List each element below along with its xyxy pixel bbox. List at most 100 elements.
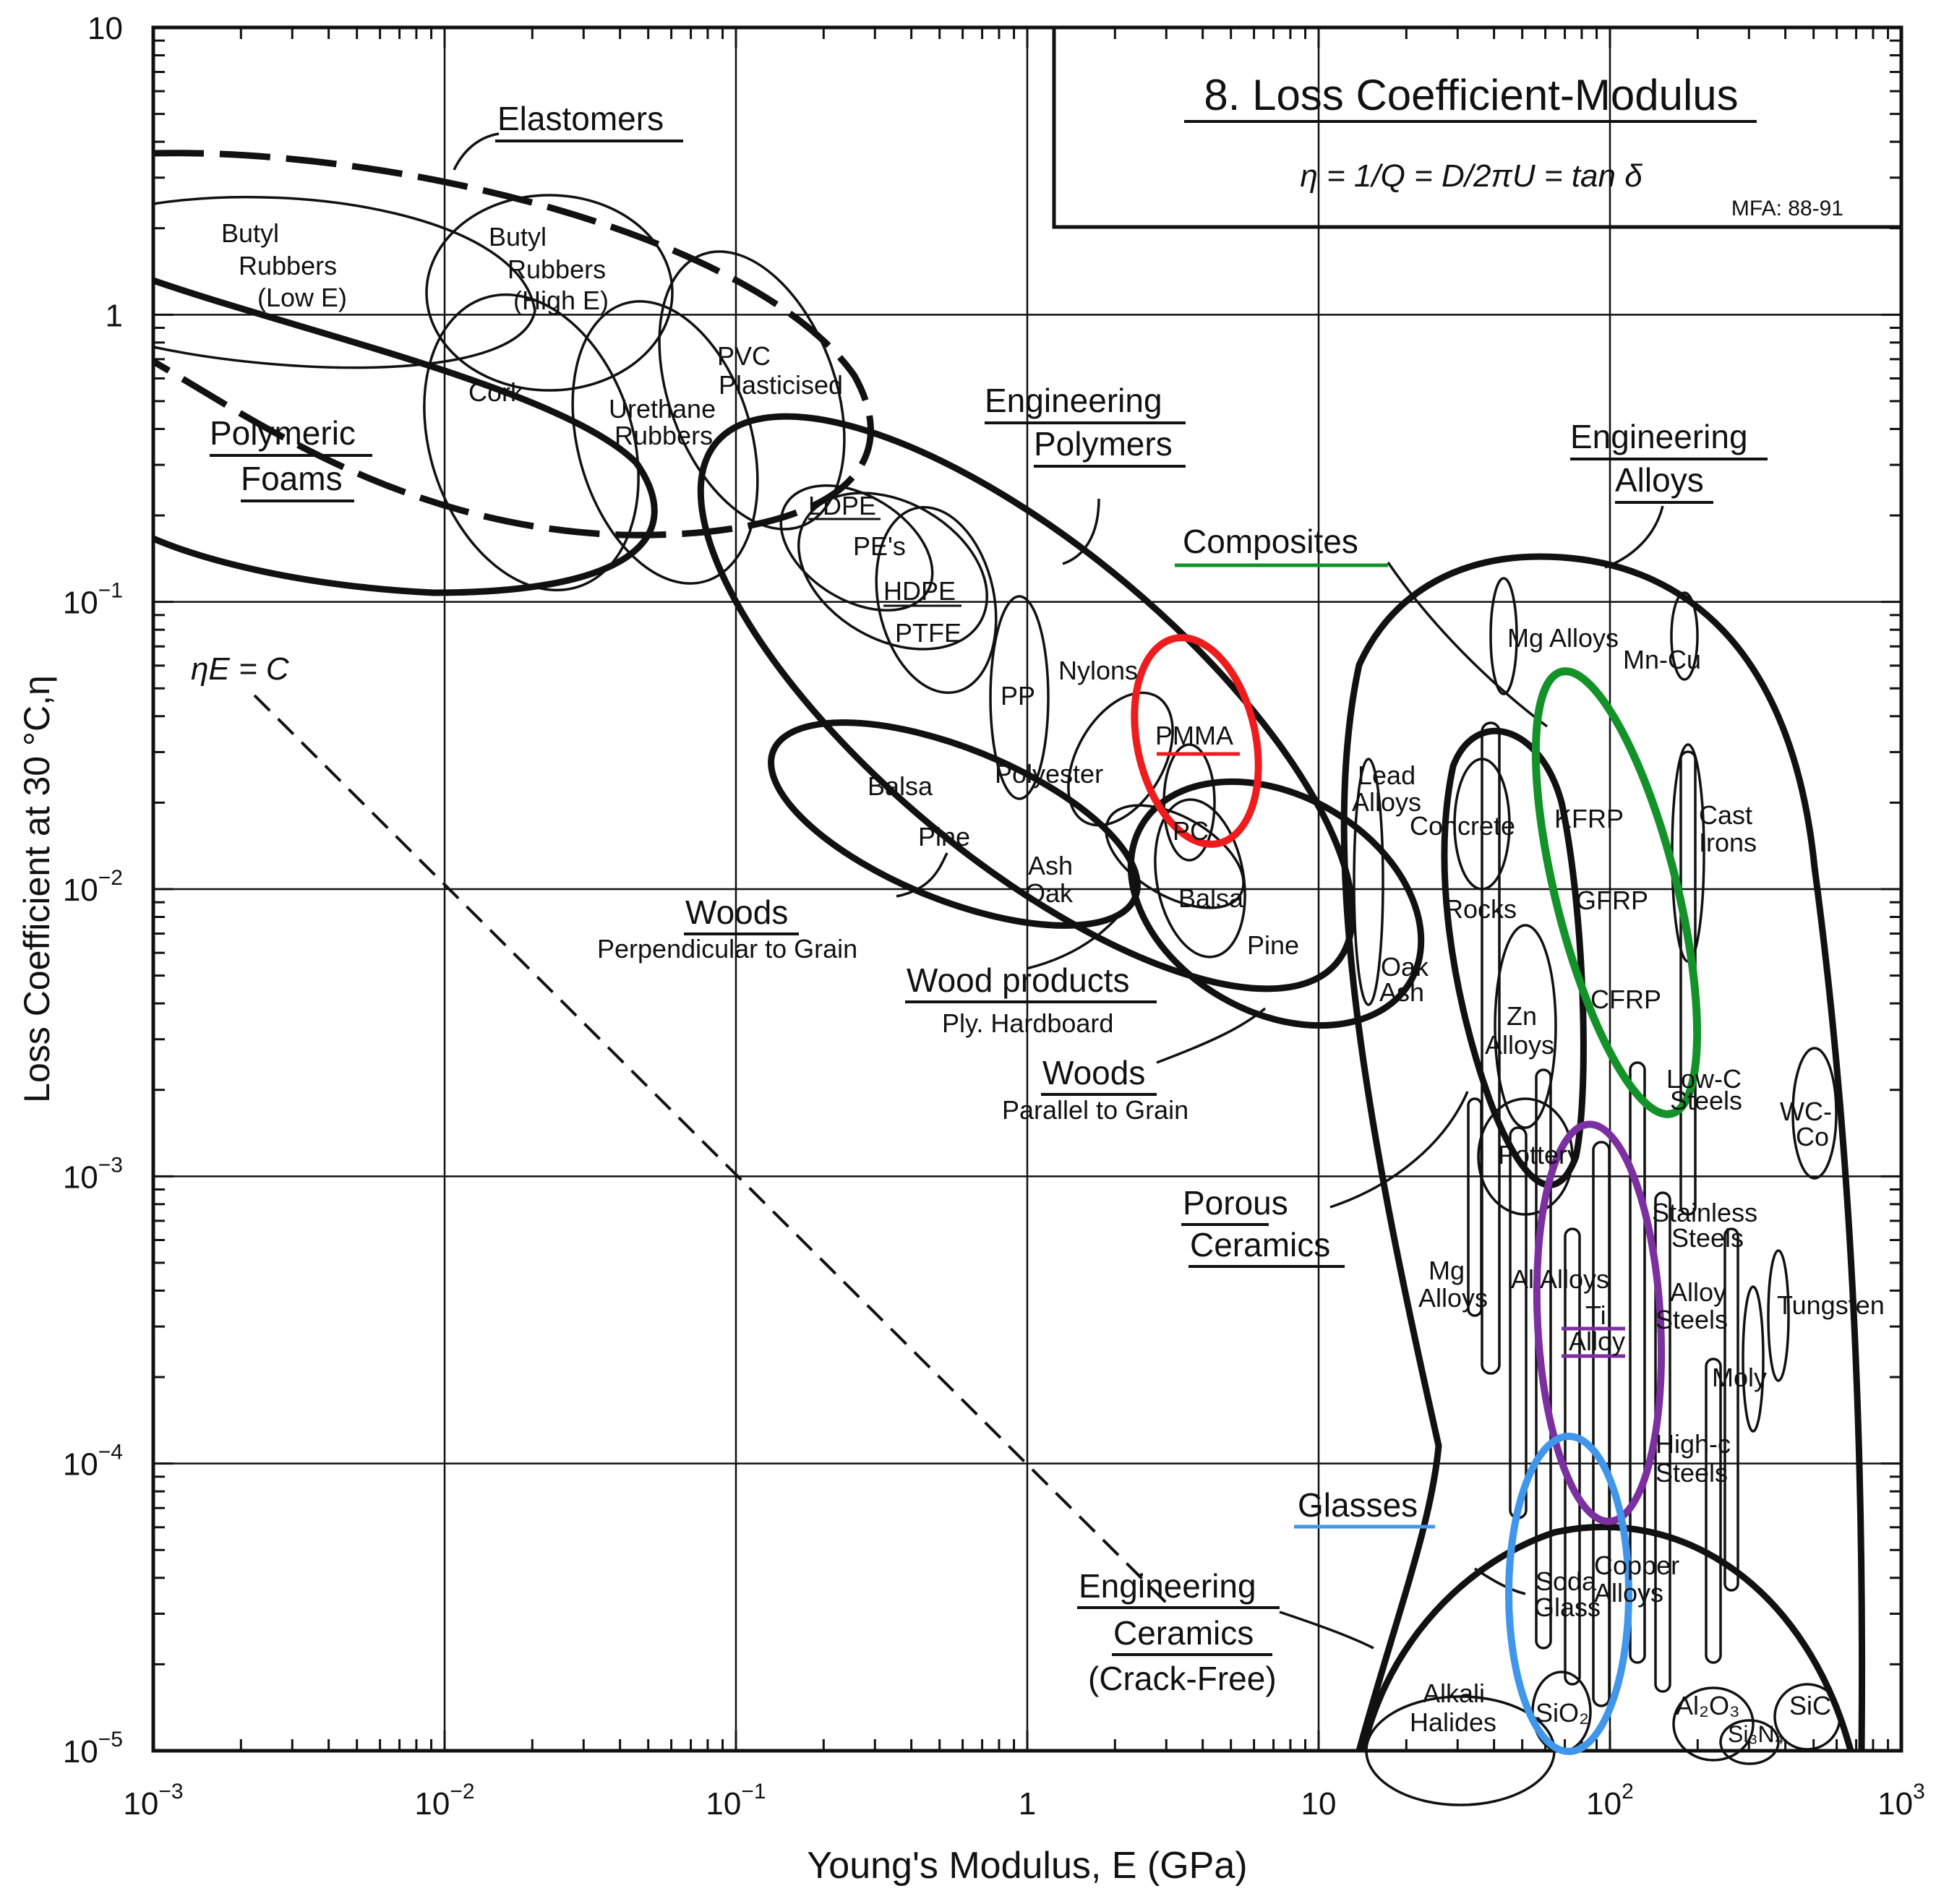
label-woods-par-1: Woods: [1042, 1054, 1145, 1092]
x-tick-label: 10−1: [706, 1780, 766, 1822]
label-pvc-2: Plasticised: [719, 370, 843, 400]
label-butyl-high-3: (High E): [513, 286, 609, 315]
woods-par-envelope: [1127, 778, 1425, 1029]
label-mg-low-1: Mg: [1429, 1256, 1465, 1285]
y-axis-label: Loss Coefficient at 30 °C,η: [17, 675, 57, 1103]
wc-co-ellipse: [1791, 1047, 1838, 1180]
chart-subtitle: η = 1/Q = D/2πU = tan δ: [1300, 158, 1642, 194]
label-stainless-1: Stainless: [1652, 1198, 1757, 1227]
label-cast-1: Cast: [1699, 800, 1752, 830]
sic-ellipse: [1773, 1683, 1841, 1751]
label-ash: Ash: [1028, 851, 1073, 880]
label-foams-1: Polymeric: [210, 414, 356, 452]
label-pvc-1: PVC: [717, 341, 771, 371]
alloy-property-bar: [1535, 1068, 1552, 1650]
si3n4-ellipse: [1719, 1719, 1780, 1765]
alloy-property-bar: [1564, 1227, 1581, 1686]
polyester-ellipse: [1067, 691, 1174, 827]
label-concrete: Concrete: [1410, 811, 1515, 841]
ti-alloys-highlight: [1533, 1120, 1666, 1525]
label-rocks: Rocks: [1444, 894, 1517, 924]
label-lowc-1: Low-C: [1666, 1064, 1742, 1094]
label-butyl-low-1: Butyl: [221, 218, 279, 248]
eng-ceramics-envelope: [1359, 1523, 1854, 1752]
al2o3-ellipse: [1672, 1686, 1755, 1762]
label-glasses: Glasses: [1298, 1486, 1418, 1524]
balsa-par-ellipse: [1154, 798, 1246, 959]
label-wood-products-2: Ply. Hardboard: [942, 1008, 1113, 1038]
label-pine-perp: Pine: [918, 822, 970, 852]
label-oak: Oak: [1025, 878, 1074, 908]
foams-envelope: [152, 277, 658, 596]
label-hdpe: HDPE: [883, 576, 956, 606]
label-balsa-par: Balsa: [1178, 883, 1244, 913]
y-tick-label: 1: [106, 298, 123, 333]
label-nylons: Nylons: [1058, 656, 1138, 685]
label-foams-2: Foams: [241, 460, 343, 497]
label-mg-low-2: Alloys: [1418, 1283, 1488, 1313]
label-lowc-2: Steels: [1670, 1086, 1742, 1115]
label-sic: SiC: [1789, 1691, 1831, 1720]
label-wc-1: WC-: [1780, 1097, 1832, 1126]
label-kfrp: KFRP: [1554, 804, 1624, 833]
y-tick-label: 10: [87, 11, 123, 46]
label-ldpe: LDPE: [808, 491, 876, 520]
label-copper-1: Copper: [1594, 1551, 1679, 1580]
label-eng-alloys-2: Alloys: [1615, 461, 1704, 499]
label-cast-2: Irons: [1699, 828, 1757, 857]
ldpe-ellipse: [779, 484, 934, 612]
label-butyl-low-2: Rubbers: [239, 251, 337, 280]
pmma-highlight: [1131, 634, 1262, 848]
label-pes: PE's: [853, 531, 906, 561]
title-box: [1052, 27, 1901, 229]
label-porous-1: Porous: [1183, 1184, 1288, 1222]
label-soda-2: Glass: [1534, 1592, 1601, 1622]
label-ti-2: Alloy: [1569, 1326, 1625, 1356]
label-polyester: Polyester: [995, 759, 1103, 789]
composites-highlight: [1531, 667, 1702, 1118]
label-balsa-perp: Balsa: [868, 771, 933, 801]
alloy-property-bar: [1705, 1358, 1722, 1664]
label-butyl-high-2: Rubbers: [507, 254, 606, 284]
label-wc-2: Co: [1796, 1122, 1829, 1152]
glasses-highlight: [1505, 1433, 1632, 1755]
butyl-high-ellipse: [425, 194, 674, 392]
label-soda-1: Soda: [1535, 1566, 1597, 1596]
label-composites: Composites: [1183, 523, 1358, 560]
label-zn-1: Zn: [1507, 1001, 1537, 1031]
minor-ticks: [152, 27, 1901, 1752]
label-eng-alloys-1: Engineering: [1570, 418, 1748, 455]
alloy-property-bar: [1481, 721, 1501, 1375]
label-alkali-2: Halides: [1410, 1707, 1496, 1737]
lead-alloys-ellipse: [1353, 758, 1384, 1006]
label-cork: Cork: [468, 377, 524, 407]
source-tag: MFA: 88-91: [1731, 197, 1843, 220]
label-eng-polymers-1: Engineering: [985, 382, 1162, 419]
label-elastomers: Elastomers: [497, 100, 664, 137]
label-oak-par: Oak: [1381, 952, 1429, 982]
label-mn-cu: Mn-Cu: [1623, 645, 1701, 674]
label-wood-products-1: Wood products: [907, 961, 1130, 999]
label-pmma: PMMA: [1155, 721, 1233, 750]
label-al-alloys: Al Alloys: [1511, 1264, 1609, 1294]
elastomers-envelope: [151, 150, 874, 539]
label-alkali-1: Alkali: [1423, 1678, 1485, 1708]
label-eng-cer-3: (Crack-Free): [1088, 1660, 1277, 1697]
label-alloy-steels-2: Steels: [1656, 1305, 1728, 1334]
label-woods-perp-2: Perpendicular to Grain: [597, 934, 857, 964]
label-eng-polymers-2: Polymers: [1034, 425, 1173, 463]
label-sio2: SiO₂: [1535, 1698, 1589, 1728]
label-eng-cer-1: Engineering: [1079, 1567, 1256, 1605]
wood-products-ellipse: [1105, 804, 1245, 909]
label-zn-2: Alloys: [1485, 1030, 1554, 1060]
label-porous-2: Ceramics: [1190, 1226, 1330, 1264]
eng-polymers-envelope: [697, 413, 1356, 992]
label-tungsten: Tungsten: [1777, 1290, 1885, 1320]
alloy-property-bar: [1723, 1227, 1739, 1592]
pp-ellipse: [989, 595, 1050, 800]
label-ptfe: PTFE: [895, 618, 961, 648]
label-butyl-high-1: Butyl: [489, 222, 547, 252]
label-stainless-2: Steels: [1671, 1223, 1744, 1253]
label-butyl-low-3: (Low E): [257, 283, 347, 312]
chart-title: 8. Loss Coefficient-Modulus: [1204, 71, 1738, 119]
